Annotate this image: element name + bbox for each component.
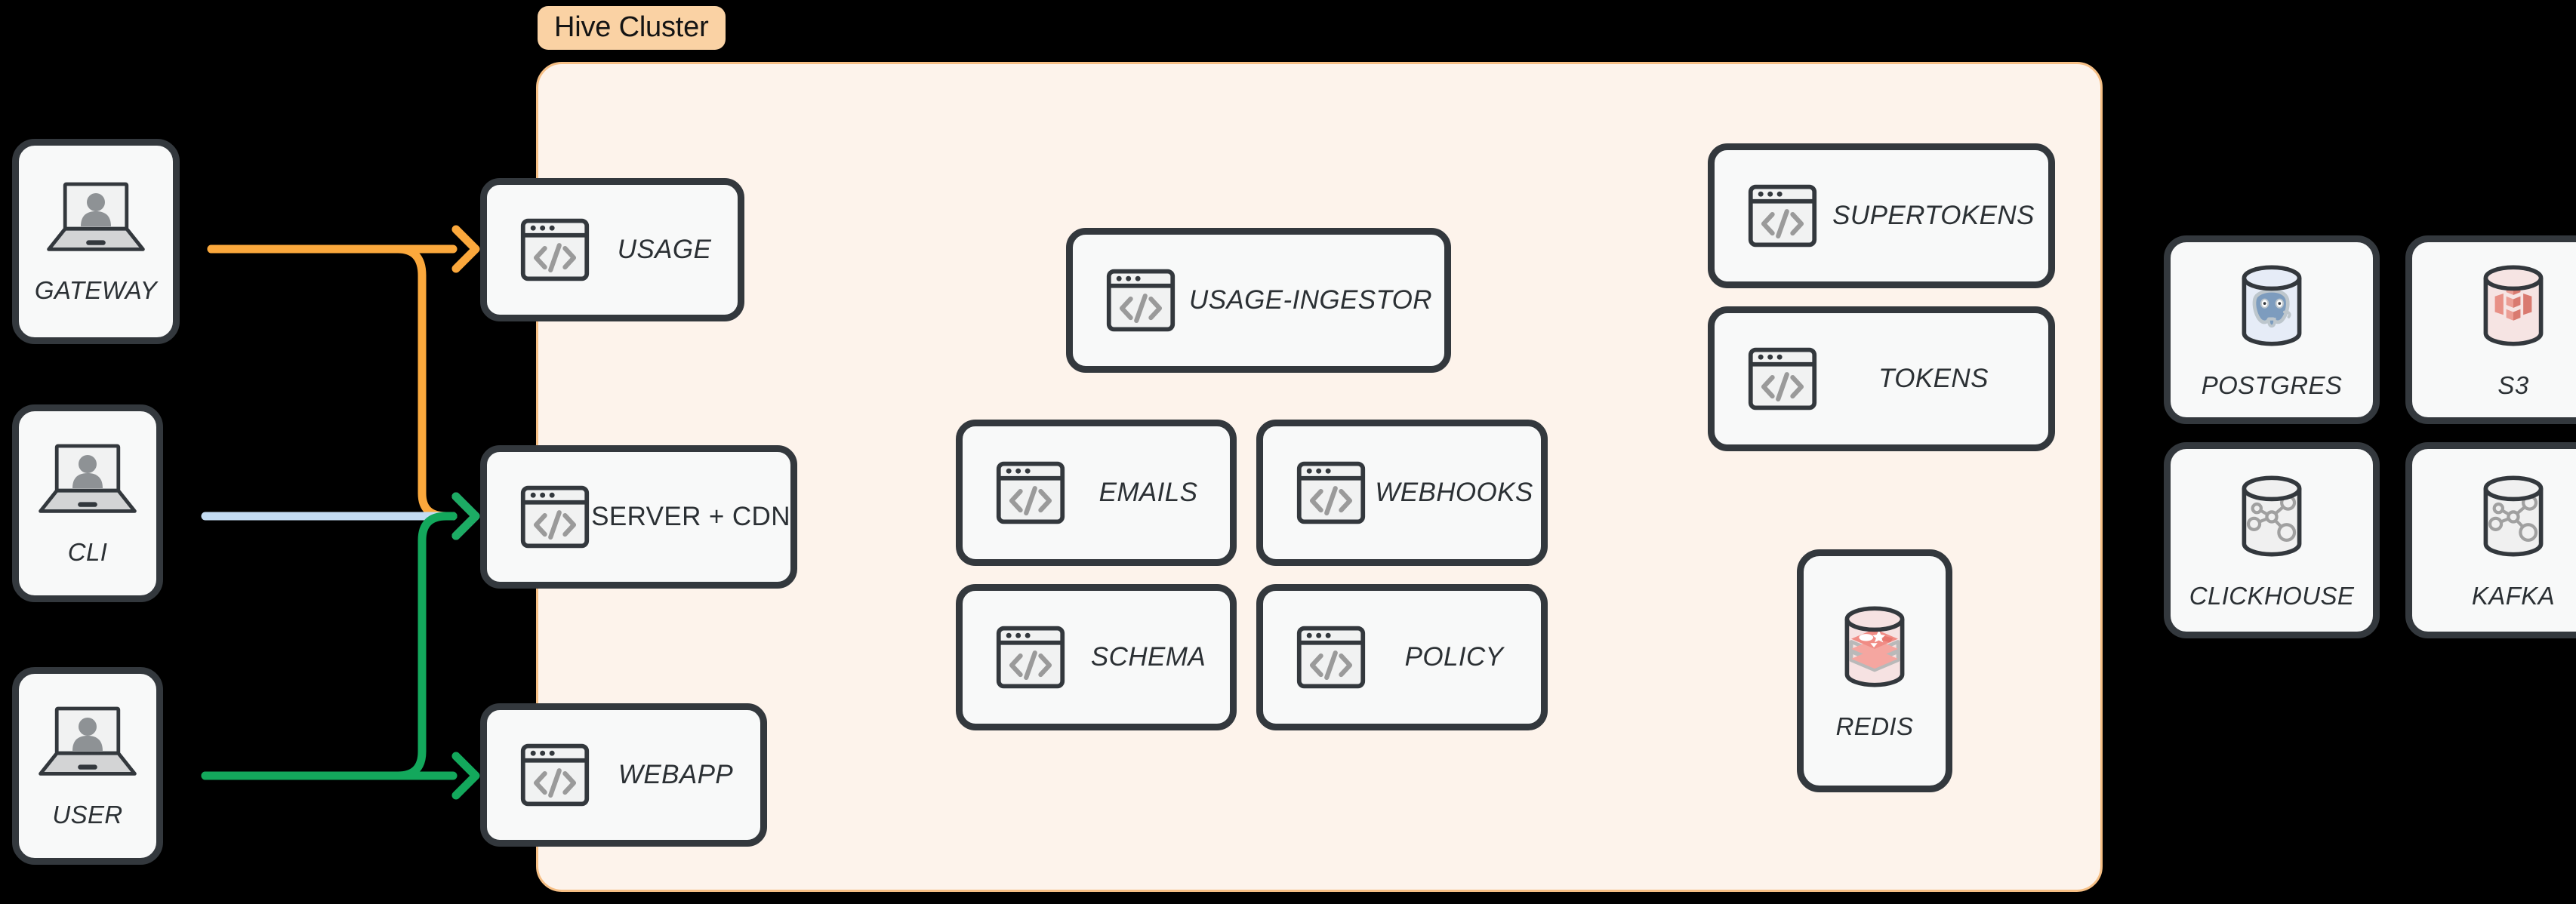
- laptop-user-icon: [45, 178, 147, 257]
- code-window-icon: [1105, 264, 1177, 337]
- client-label: USER: [52, 801, 123, 829]
- datastore-label: POSTGRES: [2201, 371, 2343, 399]
- code-window-icon: [519, 481, 591, 553]
- datastore-label: S3: [2497, 371, 2529, 399]
- client-node-cli[interactable]: CLI: [12, 404, 163, 602]
- postgres-database-icon: [2226, 260, 2318, 352]
- service-label: EMAILS: [1098, 478, 1198, 507]
- datastore-node-postgres[interactable]: POSTGRES: [2164, 235, 2380, 424]
- service-node-server-cdn[interactable]: SERVER + CDN: [480, 445, 797, 589]
- code-window-icon: [994, 621, 1067, 693]
- laptop-user-icon: [36, 440, 139, 518]
- redis-database-icon: [1829, 601, 1921, 693]
- datastore-label: KAFKA: [2471, 582, 2556, 610]
- hive-cluster-badge: Hive Cluster: [538, 6, 726, 50]
- code-window-icon: [1295, 457, 1367, 529]
- datastore-node-kafka[interactable]: KAFKA: [2405, 442, 2576, 638]
- clickhouse-database-icon: [2226, 470, 2318, 562]
- service-node-schema[interactable]: SCHEMA: [956, 584, 1237, 730]
- service-label: POLICY: [1404, 642, 1504, 672]
- service-label: USAGE-INGESTOR: [1189, 285, 1432, 315]
- code-window-icon: [1746, 343, 1819, 415]
- service-label: WEBAPP: [618, 760, 734, 789]
- service-label: WEBHOOKS: [1375, 478, 1533, 507]
- code-window-icon: [519, 739, 591, 811]
- service-node-webapp[interactable]: WEBAPP: [480, 703, 767, 847]
- code-window-icon: [1295, 621, 1367, 693]
- service-label: TOKENS: [1878, 364, 1989, 393]
- s3-bucket-database-icon: [2467, 260, 2559, 352]
- service-label: SERVER + CDN: [591, 502, 790, 531]
- client-label: GATEWAY: [34, 276, 158, 304]
- wire-gateway: [207, 229, 476, 521]
- datastore-label: REDIS: [1835, 712, 1914, 740]
- service-node-usage-ingestor[interactable]: USAGE-INGESTOR: [1066, 228, 1451, 373]
- code-window-icon: [519, 214, 591, 286]
- service-label: USAGE: [617, 235, 712, 264]
- service-node-webhooks[interactable]: WEBHOOKS: [1256, 420, 1548, 566]
- service-node-policy[interactable]: POLICY: [1256, 584, 1548, 730]
- service-label: SCHEMA: [1090, 642, 1206, 672]
- laptop-user-icon: [36, 703, 139, 781]
- service-node-emails[interactable]: EMAILS: [956, 420, 1237, 566]
- client-label: CLI: [67, 538, 108, 566]
- wire-cli: [201, 497, 476, 536]
- service-node-tokens[interactable]: TOKENS: [1708, 306, 2055, 451]
- client-node-user[interactable]: USER: [12, 667, 163, 865]
- datastore-node-s3[interactable]: S3: [2405, 235, 2576, 424]
- client-node-gateway[interactable]: GATEWAY: [12, 139, 180, 344]
- datastore-label: CLICKHOUSE: [2189, 582, 2355, 610]
- service-label: SUPERTOKENS: [1832, 201, 2035, 230]
- kafka-database-icon: [2467, 470, 2559, 562]
- datastore-node-clickhouse[interactable]: CLICKHOUSE: [2164, 442, 2380, 638]
- service-node-usage[interactable]: USAGE: [480, 178, 744, 321]
- datastore-node-redis[interactable]: REDIS: [1797, 549, 1952, 792]
- code-window-icon: [994, 457, 1067, 529]
- service-node-supertokens[interactable]: SUPERTOKENS: [1708, 143, 2055, 288]
- wire-user: [201, 497, 476, 795]
- code-window-icon: [1746, 180, 1819, 252]
